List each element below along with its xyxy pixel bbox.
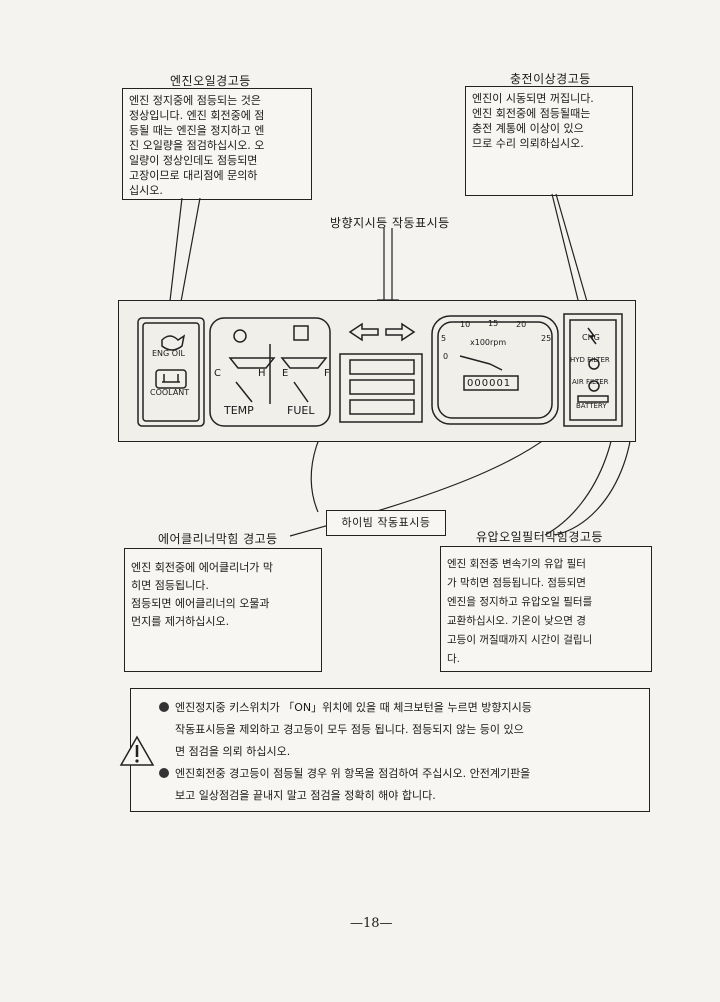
chg-label: CHG xyxy=(582,333,600,342)
warning-text-1: 엔진정지중 키스위치가 「ON」위치에 있을 때 체크보턴을 누르면 방향지시등 xyxy=(175,701,532,714)
instrument-panel-drawing xyxy=(137,313,623,427)
tacho-tick-10: 10 xyxy=(460,320,471,329)
engine-oil-warning-text: 엔진 정지중에 점등되는 것은 정상입니다. 엔진 회전중에 점 등될 때는 엔… xyxy=(129,94,265,197)
high-beam-box: 하이빔 작동표시등 xyxy=(326,510,446,536)
caution-triangle-icon xyxy=(119,735,155,766)
warning-line-4: 엔진회전중 경고등이 점등될 경우 위 항목을 점검하여 주십시오. 안전계기판… xyxy=(159,763,530,784)
engine-oil-warning-title: 엔진오일경고등 xyxy=(170,74,251,88)
warning-line-1: 엔진정지중 키스위치가 「ON」위치에 있을 때 체크보턴을 누르면 방향지시등 xyxy=(159,697,532,718)
tacho-tick-20: 20 xyxy=(516,320,527,329)
tacho-tick-5: 5 xyxy=(441,334,447,343)
tacho-tick-25: 25 xyxy=(541,334,552,343)
temp-h-label: H xyxy=(258,368,266,379)
temp-label: TEMP xyxy=(224,404,254,417)
fuel-e-label: E xyxy=(282,368,289,379)
charge-warning-title: 충전이상경고등 xyxy=(510,72,591,86)
safety-warning-box: 엔진정지중 키스위치가 「ON」위치에 있을 때 체크보턴을 누르면 방향지시등… xyxy=(119,688,650,812)
tacho-tick-15: 15 xyxy=(488,319,499,328)
battery-label: BATTERY xyxy=(576,402,607,410)
charge-warning-text: 엔진이 시동되면 꺼집니다. 엔진 회전중에 점등될때는 충전 계통에 이상이 … xyxy=(472,92,594,150)
warning-text-4: 엔진회전중 경고등이 점등될 경우 위 항목을 점검하여 주십시오. 안전계기판… xyxy=(175,767,531,780)
warning-text-2: 작동표시등을 제외하고 경고등이 모두 점등 됩니다. 점등되지 않는 등이 있… xyxy=(175,723,524,736)
fuel-f-label: F xyxy=(324,368,330,379)
tacho-unit-label: x100rpm xyxy=(470,338,507,347)
charge-warning-box: 엔진이 시동되면 꺼집니다. 엔진 회전중에 점등될때는 충전 계통에 이상이 … xyxy=(465,86,633,196)
air-cleaner-warning-text: 엔진 회전중에 에어클리너가 막 히면 점등됩니다. 점등되면 에어클리너의 오… xyxy=(131,561,274,628)
bullet-icon xyxy=(159,702,169,712)
hyd-filter-label: HYD FILTER xyxy=(570,356,610,364)
air-cleaner-warning-box: 엔진 회전중에 에어클리너가 막 히면 점등됩니다. 점등되면 에어클리너의 오… xyxy=(124,548,322,672)
air-cleaner-warning-title: 에어클리너막힘 경고등 xyxy=(158,532,278,546)
odometer-display: 000001 xyxy=(467,378,512,389)
warning-text-3: 면 점검을 의뢰 하십시오. xyxy=(175,745,291,758)
hydraulic-filter-warning-box: 엔진 회전중 변속기의 유압 필터 가 막히면 점등됩니다. 점등되면 엔진을 … xyxy=(440,546,652,672)
direction-indicator-title: 방향지시등 작동표시등 xyxy=(330,216,450,230)
high-beam-title: 하이빔 작동표시등 xyxy=(341,516,431,529)
engine-oil-warning-box: 엔진 정지중에 점등되는 것은 정상입니다. 엔진 회전중에 점 등될 때는 엔… xyxy=(122,88,312,200)
air-filter-label: AIR FILTER xyxy=(572,378,609,386)
fuel-label: FUEL xyxy=(287,404,315,417)
temp-c-label: C xyxy=(214,368,221,379)
hydraulic-filter-warning-title: 유압오일필터막힘경고등 xyxy=(476,530,603,544)
coolant-label: COOLANT xyxy=(150,388,190,397)
eng-oil-label: ENG OIL xyxy=(152,349,185,358)
bullet-icon xyxy=(159,768,169,778)
warning-text-5: 보고 일상점검을 끝내지 말고 점검을 정확히 해야 합니다. xyxy=(175,789,436,802)
page-number: —18— xyxy=(350,916,393,931)
tacho-tick-0: 0 xyxy=(443,352,449,361)
hydraulic-filter-warning-text: 엔진 회전중 변속기의 유압 필터 가 막히면 점등됩니다. 점등되면 엔진을 … xyxy=(447,558,593,665)
